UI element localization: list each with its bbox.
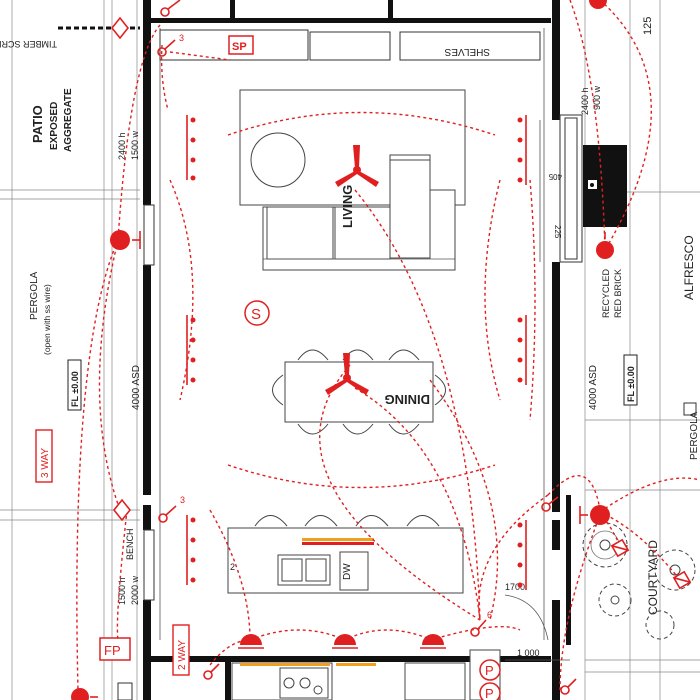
three-way-label: 3 WAY: [40, 448, 51, 478]
downlight-icon: [596, 232, 614, 259]
window-height-top-left: 2400 h: [117, 132, 127, 160]
downlight-icon: [589, 0, 607, 9]
floor-level-right: FL ±0.00: [626, 366, 636, 402]
dim-1000: 1 000: [517, 648, 540, 658]
room-label-living: LIVING: [340, 185, 355, 228]
room-label-dining: DINING: [385, 392, 431, 407]
right-annotations: 125 2400 h 900 w 405 225 RECYCLED RED BR…: [504, 17, 700, 661]
power-point-label-2: P: [485, 686, 494, 700]
switch-count-mid: 3: [180, 495, 185, 505]
led-strip-icon: [517, 520, 527, 590]
pergola-label: PERGOLA: [29, 271, 40, 320]
switch-icon: 3: [157, 33, 184, 57]
led-strip-icon: [186, 115, 196, 181]
pergola-right-label: PERGOLA: [689, 411, 700, 460]
led-strip-icon: [186, 315, 196, 385]
two-way-label: 2 WAY: [177, 640, 188, 670]
courtyard-plants: [582, 522, 696, 640]
aggregate-label: AGGREGATE: [63, 88, 74, 152]
switch-icon: 3: [158, 495, 185, 523]
window-width-top-left: 1500 w: [130, 130, 140, 160]
two-way-switch-icon: [110, 16, 130, 40]
patio-label: PATIO: [30, 105, 45, 143]
led-strip-icon: [186, 515, 196, 585]
alfresco-label: ALFRESCO: [682, 235, 696, 300]
red-brick-label: RED BRICK: [613, 269, 623, 318]
window-width-right: 900 w: [592, 85, 602, 110]
garden-light-icon: [672, 570, 692, 590]
dim-125: 125: [642, 17, 654, 35]
power-point-icon: P: [479, 659, 501, 681]
electrical-wiring: [76, 0, 700, 691]
led-strip-icon: [517, 315, 527, 385]
downlight-icon: [71, 688, 98, 700]
window-width-bottom-left: 2000 w: [130, 575, 140, 605]
switch-icon: [203, 663, 220, 680]
switch-icon: 6: [470, 610, 492, 637]
kitchen-island: DW 2: [227, 515, 464, 594]
dim-225: 225: [553, 225, 562, 239]
shelves-unit: SHELVES: [444, 46, 490, 57]
walls: [143, 0, 571, 700]
left-annotations: PATIO EXPOSED AGGREGATE 2400 h 1500 w PE…: [29, 88, 190, 700]
smoke-detector-icon: S: [244, 300, 270, 326]
switch-icon: [160, 0, 181, 17]
sp-box: SP: [228, 35, 254, 55]
downlight-icon: [110, 230, 141, 250]
ceiling-fan-icon: [335, 145, 379, 187]
dining-furniture: [272, 349, 446, 435]
dim-2: 2: [230, 562, 235, 572]
downlight-icon: [579, 505, 610, 525]
wall-light-icon: [420, 634, 446, 649]
wall-light-icon: [332, 634, 358, 649]
bench-label: BENCH: [125, 528, 135, 560]
switch-icon: [560, 678, 577, 695]
switch-count-6: 6: [487, 610, 492, 620]
exposed-label: EXPOSED: [49, 102, 60, 150]
fp-label: FP: [104, 643, 121, 658]
garden-light-icon: [610, 538, 630, 558]
switch-count-top: 3: [179, 33, 184, 43]
wall-light-icon: [238, 634, 264, 649]
power-point-icon: P: [479, 682, 501, 700]
window-frames: [143, 28, 545, 640]
pergola-sub-label: (open with ss wire): [42, 284, 52, 355]
opening-width-right: 4000 ASD: [588, 365, 599, 410]
sp-label: SP: [232, 41, 247, 53]
led-strip-icon: [517, 115, 527, 185]
window-height-right: 2400 h: [580, 87, 590, 115]
smoke-detector-label: S: [251, 306, 261, 323]
shelves-label: SHELVES: [444, 46, 490, 57]
ceiling-fan-icon: [325, 353, 369, 395]
switch-icon: [541, 496, 559, 512]
two-way-switch-icon: [112, 498, 132, 522]
dim-405: 405: [548, 172, 562, 181]
window-height-bottom-left: 1500 h: [117, 577, 127, 605]
floor-level-left: FL ±0.00: [70, 371, 80, 407]
timber-screen-label: TIMBER SCREEN: [0, 39, 57, 49]
recycled-label: RECYCLED: [601, 268, 611, 318]
courtyard-label: COURTYARD: [646, 540, 660, 615]
living-furniture: [239, 89, 466, 271]
kitchen-bench: [231, 649, 501, 700]
dim-1700: 1700: [505, 582, 525, 592]
power-point-label-1: P: [485, 663, 494, 678]
dishwasher-label: DW: [342, 563, 353, 580]
opening-width-left: 4000 ASD: [131, 365, 142, 410]
